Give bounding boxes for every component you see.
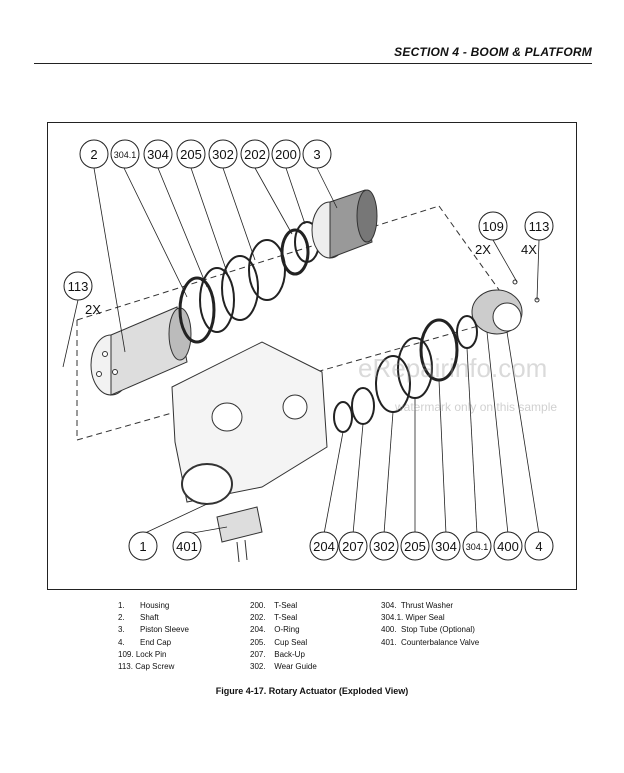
figure-frame (47, 122, 577, 590)
callouts-bottom: 1 401 204 207 302 205 304 304.1 400 4 (128, 531, 554, 561)
legend-item: 3.Piston Sleeve (118, 625, 189, 635)
legend-item: 304. Thrust Washer (381, 601, 454, 610)
callout-304: 304 (143, 139, 173, 169)
svg-text:304: 304 (147, 147, 169, 162)
callout-113-right: 113 (524, 211, 554, 241)
svg-text:4: 4 (535, 539, 542, 554)
callout-205-b: 205 (400, 531, 430, 561)
callout-401: 401 (172, 531, 202, 561)
legend-item: 200. T-Seal (250, 601, 298, 610)
callout-4: 4 (524, 531, 554, 561)
callout-2: 2 (79, 139, 109, 169)
svg-text:304: 304 (435, 539, 457, 554)
legend-col-2: 200. T-Seal 202. T-Seal 204. O-Ring 205.… (250, 600, 317, 673)
callout-204: 204 (309, 531, 339, 561)
seal-rings-upper (178, 221, 320, 344)
svg-text:304.1: 304.1 (466, 542, 489, 552)
svg-text:302: 302 (212, 147, 234, 162)
legend-item: 207. Back-Up (250, 649, 305, 659)
legend-item: 202. T-Seal (250, 613, 298, 623)
assembly-line-top (76, 205, 440, 321)
svg-text:400: 400 (497, 539, 519, 554)
callout-200: 200 (271, 139, 301, 169)
svg-text:304.1: 304.1 (114, 150, 137, 160)
svg-text:2: 2 (90, 147, 97, 162)
callout-109: 109 (478, 211, 508, 241)
callout-302-b: 302 (369, 531, 399, 561)
piston-sleeve-part (311, 189, 378, 259)
callout-304-1-b: 304.1 (462, 531, 492, 561)
svg-text:205: 205 (180, 147, 202, 162)
callout-202: 202 (240, 139, 270, 169)
svg-text:109: 109 (482, 219, 504, 234)
multiplier-2x-right: 2X (475, 242, 491, 257)
legend-item: 400. Stop Tube (Optional) (381, 625, 475, 635)
legend-item: 204. O-Ring (250, 625, 300, 635)
legend-item: 4.End Cap (118, 637, 172, 647)
section-title: SECTION 4 - BOOM & PLATFORM (394, 45, 592, 59)
watermark-site: eRepairinfo.com (358, 353, 548, 383)
callout-400: 400 (493, 531, 523, 561)
assembly-line-bottom (76, 314, 518, 441)
svg-text:205: 205 (404, 539, 426, 554)
svg-text:204: 204 (313, 539, 335, 554)
svg-text:202: 202 (244, 147, 266, 162)
callout-207: 207 (338, 531, 368, 561)
callout-113-left: 113 (63, 271, 93, 301)
housing-part (171, 341, 328, 505)
legend-item: 205. Cup Seal (250, 637, 308, 647)
callouts-top: 2 304.1 304 205 302 202 200 3 (79, 139, 332, 169)
watermark-note: watermark only on this sample (395, 400, 558, 414)
svg-text:200: 200 (275, 147, 297, 162)
svg-text:113: 113 (68, 279, 89, 294)
header-rule (34, 63, 592, 64)
counterbalance-valve-part (216, 506, 263, 563)
legend-item: 302. Wear Guide (250, 662, 317, 672)
legend-item: 113. Cap Screw (118, 662, 175, 672)
legend-item: 1.Housing (118, 601, 170, 610)
legend-item: 109. Lock Pin (118, 649, 167, 659)
callout-304-1: 304.1 (110, 139, 140, 169)
multiplier-2x-left: 2X (85, 302, 101, 317)
svg-text:302: 302 (373, 539, 395, 554)
figure-caption: Figure 4-17. Rotary Actuator (Exploded V… (215, 686, 409, 696)
svg-text:3: 3 (313, 147, 320, 162)
page-header: SECTION 4 - BOOM & PLATFORM (0, 0, 624, 70)
shaft-part (90, 306, 192, 396)
legend-col-3: 304. Thrust Washer 304.1. Wiper Seal 400… (381, 600, 479, 649)
legend-item: 304.1. Wiper Seal (381, 613, 445, 623)
callout-205: 205 (176, 139, 206, 169)
leader-lines (62, 167, 540, 535)
svg-text:401: 401 (176, 539, 198, 554)
legend-item: 401. Counterbalance Valve (381, 637, 480, 647)
svg-text:207: 207 (342, 539, 364, 554)
exploded-view-diagram: 2 304.1 304 205 302 202 200 3 113 109 11… (62, 139, 554, 563)
callout-3: 3 (302, 139, 332, 169)
svg-text:1: 1 (139, 539, 146, 554)
end-cap-part (471, 279, 540, 335)
callout-304-b: 304 (431, 531, 461, 561)
legend-col-1: 1.Housing 2.Shaft 3.Piston Sleeve 4.End … (118, 600, 189, 673)
svg-text:113: 113 (529, 219, 550, 234)
legend-item: 2.Shaft (118, 613, 159, 623)
callout-302: 302 (208, 139, 238, 169)
multiplier-4x: 4X (521, 242, 537, 257)
callout-1: 1 (128, 531, 158, 561)
callouts-side: 113 109 113 (63, 211, 554, 301)
